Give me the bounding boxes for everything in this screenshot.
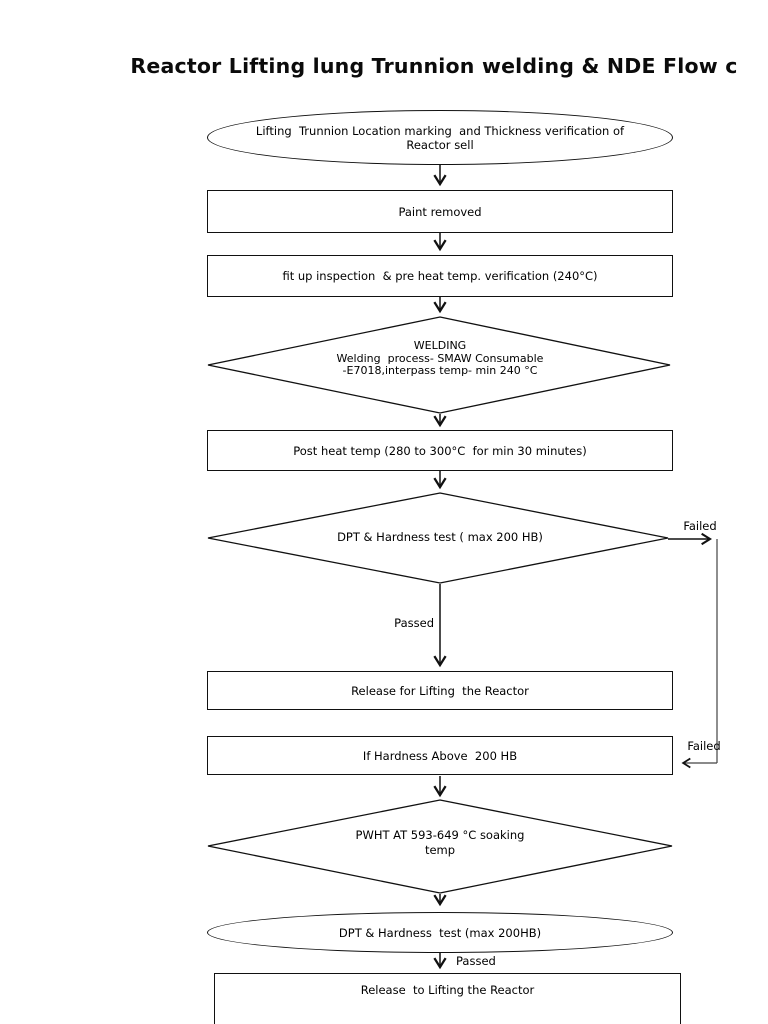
pwht-diamond-text: PWHT AT 593-649 °C soaking temp [310, 828, 570, 858]
start-oval-line2: Reactor sell [406, 137, 474, 152]
start-oval-line1: Lifting Trunnion Location marking and Th… [255, 123, 625, 138]
node-release-to-lifting: Release to Lifting the Reactor [214, 973, 681, 1024]
node-release-for-lifting: Release for Lifting the Reactor [207, 671, 673, 710]
pwht-diamond-shape [207, 799, 673, 894]
welding-line2: Welding process- SMAW Consumable [336, 351, 544, 365]
welding-line1: WELDING [413, 339, 467, 352]
node-post-heat: Post heat temp (280 to 300°C for min 30 … [207, 430, 673, 471]
welding-line3: -E7018,interpass temp- min 240 °C [342, 364, 538, 377]
pwht-line2: temp [424, 843, 456, 857]
pwht-line1: PWHT AT 593-649 °C soaking [355, 828, 525, 842]
node-paint-removed: Paint removed [207, 190, 673, 233]
page-title: Reactor Lifting lung Trunnion welding & … [130, 54, 738, 78]
node-hardness-above: If Hardness Above 200 HB [207, 736, 673, 775]
node-start-oval: Lifting Trunnion Location marking and Th… [207, 110, 673, 165]
dpt-test-diamond-text: DPT & Hardness test ( max 200 HB) [337, 530, 543, 544]
welding-diamond-shape [207, 316, 671, 414]
welding-diamond-text: WELDING Welding process- SMAW Consumable… [290, 339, 590, 378]
dpt-test-diamond-shape [207, 492, 669, 584]
label-passed-2: Passed [456, 954, 496, 968]
label-passed-1: Passed [394, 616, 434, 630]
label-failed-2: Failed [687, 739, 721, 753]
node-dpt-retest-oval: DPT & Hardness test (max 200HB) [207, 912, 673, 953]
label-failed-1: Failed [683, 519, 717, 533]
node-fit-up-inspection: fit up inspection & pre heat temp. verif… [207, 255, 673, 297]
